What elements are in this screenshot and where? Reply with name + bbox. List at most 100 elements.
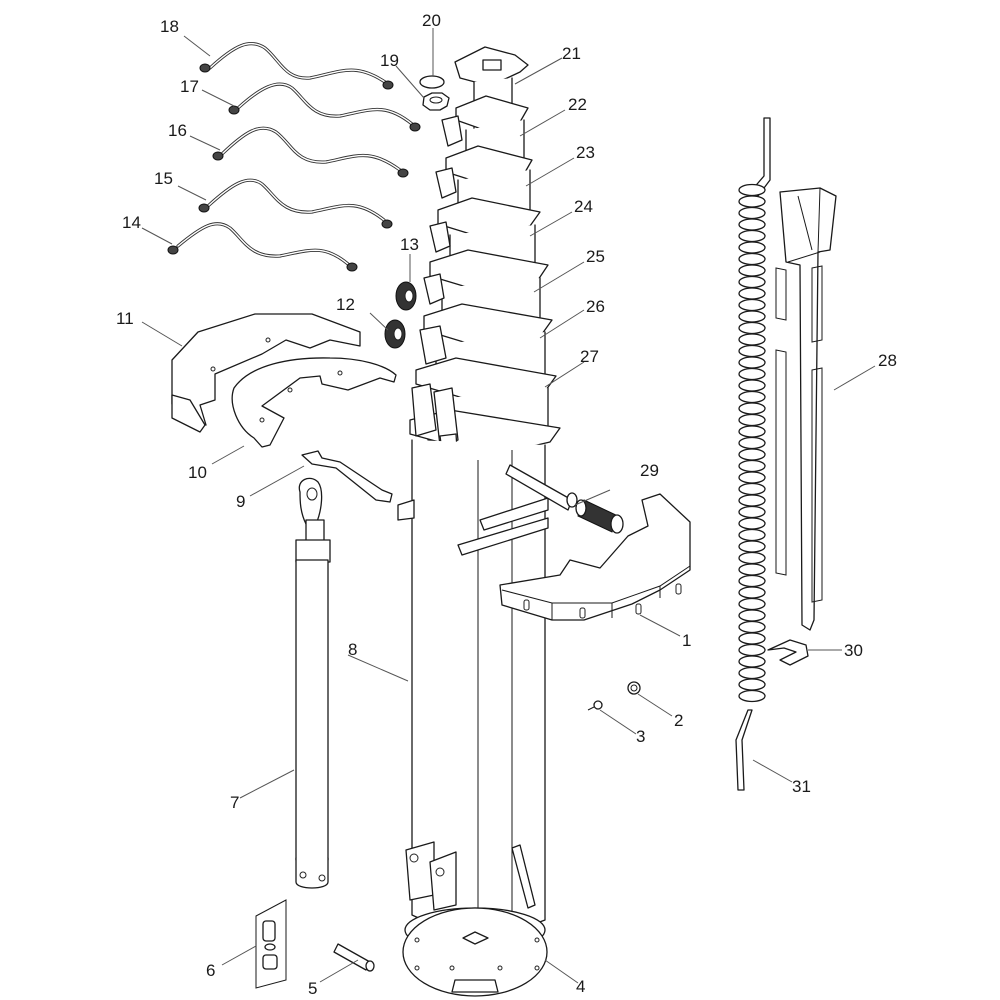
callout-8: 8 bbox=[348, 640, 357, 659]
callout-17: 17 bbox=[180, 77, 199, 96]
cable-18 bbox=[199, 42, 394, 90]
base-plate-4 bbox=[402, 907, 548, 997]
callout-25: 25 bbox=[586, 247, 605, 266]
coil-loop bbox=[738, 448, 766, 461]
callout-29: 29 bbox=[640, 461, 659, 480]
callout-3: 3 bbox=[636, 727, 645, 746]
cable-channel-28 bbox=[775, 187, 837, 631]
coil-loop bbox=[738, 425, 766, 438]
callout-15: 15 bbox=[154, 169, 173, 188]
cable-16 bbox=[212, 126, 409, 178]
coil-loop bbox=[738, 229, 766, 243]
callout-27: 27 bbox=[580, 347, 599, 366]
coil-loop bbox=[738, 689, 766, 703]
coil-loop bbox=[738, 678, 766, 691]
coil-loop bbox=[738, 597, 766, 611]
coil-loop bbox=[738, 655, 766, 668]
pulley-13 bbox=[395, 281, 417, 311]
callout-22: 22 bbox=[568, 95, 587, 114]
coil-loop bbox=[738, 563, 766, 576]
callout-14: 14 bbox=[122, 213, 141, 232]
coil-loop bbox=[738, 287, 766, 300]
callout-24: 24 bbox=[574, 197, 593, 216]
coiled-cable-31 bbox=[735, 117, 771, 791]
pulley-12 bbox=[384, 319, 406, 349]
cable-17 bbox=[228, 82, 421, 132]
coil-loop bbox=[738, 367, 766, 381]
leader-lines bbox=[141, 28, 876, 984]
callout-7: 7 bbox=[230, 793, 239, 812]
callout-31: 31 bbox=[792, 777, 811, 796]
coil-loop bbox=[738, 333, 766, 346]
callout-2: 2 bbox=[674, 711, 683, 730]
coil-loop bbox=[738, 310, 766, 323]
coil-loop bbox=[738, 206, 766, 220]
callout-5: 5 bbox=[308, 979, 317, 998]
coil-loop bbox=[738, 505, 766, 519]
cable-14 bbox=[167, 222, 358, 272]
coil-loop bbox=[738, 609, 766, 622]
coil-loop bbox=[738, 620, 766, 634]
callout-6: 6 bbox=[206, 961, 215, 980]
outer-mast-section-8 bbox=[397, 439, 578, 946]
washer-plate-20 bbox=[419, 75, 445, 89]
callout-20: 20 bbox=[422, 11, 441, 30]
nut-2 bbox=[627, 681, 641, 695]
coil-loop bbox=[738, 356, 766, 369]
telescopic-mast bbox=[409, 46, 561, 467]
coil-loop bbox=[738, 252, 766, 266]
coil-loop bbox=[738, 298, 766, 312]
coil-loop bbox=[738, 379, 766, 392]
cables-group bbox=[167, 42, 421, 272]
coil-loop bbox=[738, 402, 766, 415]
callout-10: 10 bbox=[188, 463, 207, 482]
coil-loop bbox=[738, 574, 766, 588]
coil-loop bbox=[738, 666, 766, 680]
coil-loop bbox=[738, 471, 766, 484]
coil-loop bbox=[738, 195, 766, 208]
coil-loop bbox=[738, 183, 766, 197]
callout-12: 12 bbox=[336, 295, 355, 314]
coil-loop bbox=[738, 459, 766, 473]
mounting-bracket-9 bbox=[301, 450, 393, 503]
callout-23: 23 bbox=[576, 143, 595, 162]
handle-grip-29 bbox=[575, 499, 624, 534]
coil-loop bbox=[738, 528, 766, 542]
coil-loop bbox=[738, 241, 766, 254]
callout-30: 30 bbox=[844, 641, 863, 660]
clip-30 bbox=[767, 639, 809, 666]
coil-loop bbox=[738, 551, 766, 565]
coil-loop bbox=[738, 218, 766, 231]
callout-18: 18 bbox=[160, 17, 179, 36]
coil-loop bbox=[738, 275, 766, 289]
hydraulic-cylinder-7 bbox=[295, 477, 331, 889]
callout-19: 19 bbox=[380, 51, 399, 70]
callout-4: 4 bbox=[576, 977, 585, 996]
cable-15 bbox=[198, 178, 393, 229]
callout-1: 1 bbox=[682, 631, 691, 650]
bolt-3 bbox=[587, 700, 603, 711]
coil-loop bbox=[738, 517, 766, 530]
coil-loop bbox=[738, 482, 766, 496]
fitting-kit-6 bbox=[255, 899, 287, 989]
coil-loop bbox=[738, 264, 766, 277]
coil-loop bbox=[738, 413, 766, 427]
coil-loop bbox=[738, 632, 766, 645]
callout-11: 11 bbox=[116, 309, 134, 328]
coil-loop bbox=[738, 436, 766, 450]
coil-loop bbox=[738, 390, 766, 404]
coil-loop bbox=[738, 344, 766, 358]
callout-21: 21 bbox=[562, 44, 581, 63]
coil-loop bbox=[738, 494, 766, 507]
callout-13: 13 bbox=[400, 235, 419, 254]
coil-loop bbox=[738, 586, 766, 599]
coil-loop bbox=[738, 643, 766, 657]
callout-28: 28 bbox=[878, 351, 897, 370]
pin-5 bbox=[333, 943, 375, 972]
callout-9: 9 bbox=[236, 492, 245, 511]
upper-guard-cover-11 bbox=[171, 313, 361, 433]
callout-labels: 18 17 16 15 14 19 20 21 22 23 24 25 26 2… bbox=[116, 11, 897, 998]
lower-guard-bracket-1 bbox=[499, 493, 691, 621]
coil-loop bbox=[738, 540, 766, 553]
